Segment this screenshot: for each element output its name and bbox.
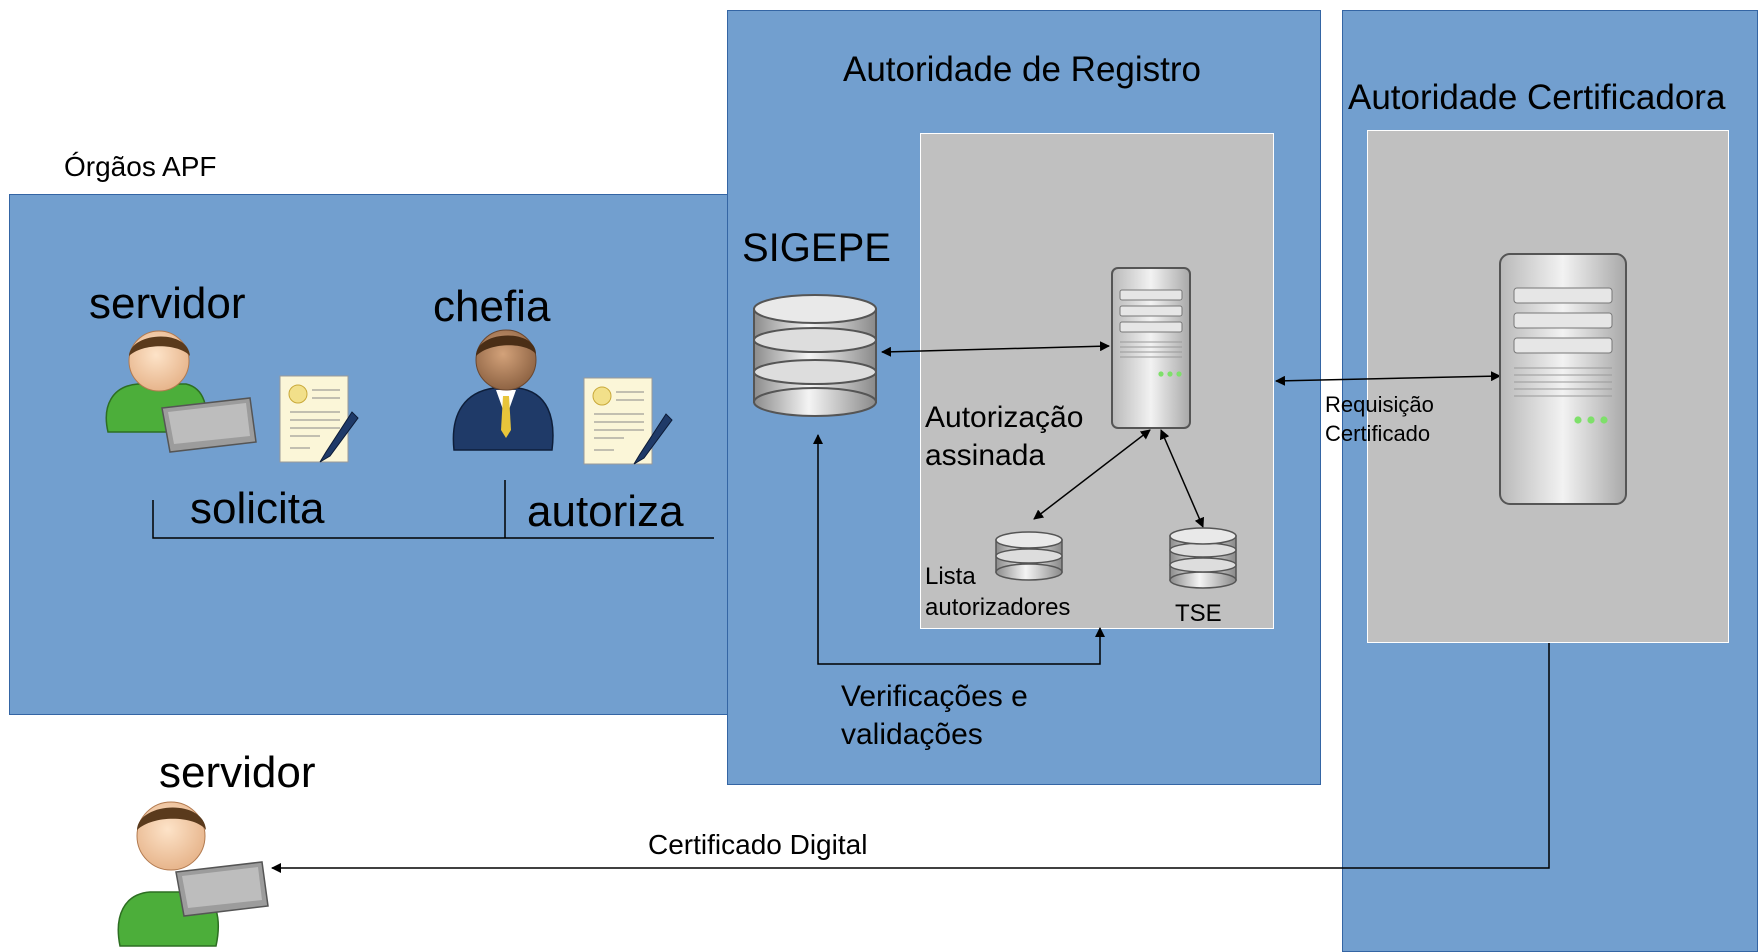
server-tse-arrow <box>1159 429 1205 528</box>
certificate-delivery-arrow <box>271 643 1550 873</box>
sigepe-database-icon <box>753 294 877 417</box>
authorizers-database-icon <box>995 531 1063 581</box>
request-line1: Requisição <box>1325 392 1434 417</box>
sigepe-server-arrow <box>881 341 1110 357</box>
pen-icon <box>319 411 359 463</box>
pen-icon <box>633 413 673 465</box>
autoridade-registro-title: Autoridade de Registro <box>843 50 1201 89</box>
autoridade-certificadora-title: Autoridade Certificadora <box>1348 78 1726 117</box>
tse-label: TSE <box>1175 600 1222 627</box>
request-line2: Certificado <box>1325 421 1431 446</box>
recipient-servidor-label: servidor <box>159 748 316 797</box>
autoriza-label: autoriza <box>527 487 684 536</box>
chefia-label: chefia <box>433 282 551 331</box>
authorizers-line1: Lista <box>925 563 976 590</box>
orgaos-apf-title: Órgãos APF <box>64 151 217 182</box>
ra-server-icon <box>1111 267 1191 429</box>
servidor-label: servidor <box>89 279 246 328</box>
document-icon <box>583 377 653 465</box>
server-authorizers-arrow <box>1033 429 1151 520</box>
signed-auth-line1: Autorização <box>925 401 1084 434</box>
verification-loop-arrow <box>813 434 1105 665</box>
document-icon <box>279 375 349 463</box>
tse-database-icon <box>1169 527 1237 589</box>
ca-server-icon <box>1499 253 1627 505</box>
recipient-person-icon <box>117 801 269 947</box>
servidor-person-icon <box>105 330 257 453</box>
certificate-label: Certificado Digital <box>648 829 868 860</box>
sigepe-label: SIGEPE <box>742 226 891 270</box>
signed-auth-line2: assinada <box>925 439 1046 472</box>
request-certificate-arrow <box>1275 371 1501 386</box>
chefia-person-icon <box>452 329 554 451</box>
checks-line2: validações <box>841 718 983 751</box>
solicita-bracket-line <box>152 500 714 539</box>
solicita-label: solicita <box>190 484 325 533</box>
checks-line1: Verificações e <box>841 680 1028 713</box>
authorizers-line2: autorizadores <box>925 594 1071 621</box>
